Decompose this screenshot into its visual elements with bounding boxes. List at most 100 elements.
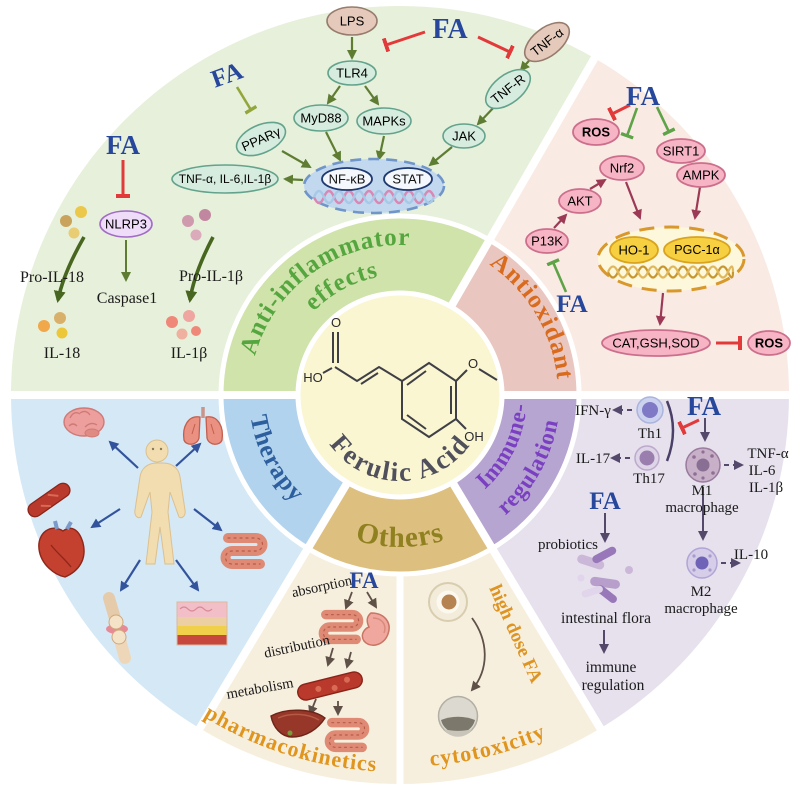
label-pro-il18: Pro-IL-18 (20, 269, 84, 286)
sector-separators (6, 51, 794, 788)
ring-band-others (308, 483, 492, 573)
nucleus-blob: NF-κB STAT (302, 157, 446, 215)
liver-icon (270, 709, 326, 738)
node-mapks: MAPKs (362, 114, 406, 129)
node-cytokines: TNF-α, IL-6,IL-1β (179, 172, 272, 186)
label-il1b: IL-1β (171, 345, 208, 362)
node-tlr4: TLR4 (336, 66, 368, 81)
fa-label-immune-top: FA (687, 391, 721, 421)
center-circle (295, 290, 505, 500)
lungs-icon (182, 407, 224, 445)
label-probiotics: probiotics (538, 537, 598, 553)
fa-label-others: FA (350, 568, 379, 593)
label-caspase1: Caspase1 (97, 290, 157, 307)
antiox-green-bars (546, 106, 676, 293)
human-figure-icon (134, 439, 186, 565)
ring-band-antioxidant (451, 241, 577, 395)
label-m2: M2 (691, 584, 712, 600)
intestinal-flora-icon (577, 546, 633, 604)
immune-labels: IFN-γ Th1 IL-17 Th17 M1 macrophage TNF-α… (538, 403, 789, 694)
intestine-icon (329, 723, 364, 748)
label-il18: IL-18 (44, 345, 80, 362)
node-akt: AKT (567, 194, 592, 209)
immune-inhibition (677, 418, 700, 436)
ring-outer-separator (218, 213, 582, 577)
node-jak: JAK (452, 129, 476, 144)
node-nrf2: Nrf2 (610, 161, 635, 176)
node-myd88: MyD88 (300, 111, 341, 126)
antiox-nodes: ROS Nrf2 SIRT1 AMPK AKT P13K HO-1 PGC-1α… (525, 118, 791, 357)
pro-il1b-dots (182, 209, 211, 241)
anti-nodes: LPS TNF-α TLR4 MyD88 MAPKs JAK TNF-R PPA… (99, 6, 571, 238)
dna-strand-icon (606, 265, 735, 279)
fa-label-top: FA (432, 14, 468, 45)
intestine-icon (226, 538, 263, 564)
atom-o: O (331, 315, 341, 330)
th-cells-bracket (665, 400, 675, 462)
atom-oh: OH (464, 429, 484, 444)
label-m1: M1 (692, 483, 713, 499)
il18-dots (38, 312, 68, 339)
node-ros: ROS (582, 125, 611, 140)
heart-icon (38, 520, 85, 578)
label-il10: IL-10 (734, 547, 768, 563)
fa-label-nlrp3: FA (106, 130, 140, 160)
ring-band-immune (453, 395, 577, 547)
label-intestinal-flora: intestinal flora (561, 610, 651, 627)
ring-band-anti (223, 217, 489, 395)
dna-strand-icon (606, 265, 735, 279)
fa-label-immune-mid: FA (589, 488, 620, 515)
th17-cell-icon (634, 445, 660, 471)
fa-label-antiox-bottom: FA (556, 291, 587, 318)
label-m1-il6: IL-6 (749, 463, 776, 479)
fa-label-antiox-top: FA (626, 81, 660, 111)
skin-icon (176, 601, 228, 646)
label-m1-tnfa: TNF-α (747, 446, 788, 462)
label-m1-sub: macrophage (665, 500, 739, 516)
others-arrows (308, 591, 486, 716)
section-immune: IFN-γ Th1 IL-17 Th17 M1 macrophage TNF-α… (538, 391, 789, 694)
m2-macrophage-icon (686, 547, 718, 579)
th1-cell-icon (636, 396, 664, 424)
section-antioxidant: ROS Nrf2 SIRT1 AMPK AKT P13K HO-1 PGC-1α… (525, 81, 791, 357)
m1-macrophage-icon (685, 447, 721, 483)
node-p13k: P13K (531, 234, 563, 249)
healthy-cell-icon (428, 582, 468, 622)
atom-ho: HO (303, 370, 323, 385)
joint-icon (103, 592, 131, 664)
node-sirt1: SIRT1 (663, 144, 700, 159)
label-m1-il1b: IL-1β (749, 480, 783, 496)
node-ros2: ROS (755, 336, 784, 351)
brain-icon (63, 407, 105, 438)
anti-thick-arrows (53, 236, 215, 303)
therapy-arrows (90, 440, 223, 592)
immune-arrows (599, 405, 744, 654)
immune-fa-labels: FA FA (589, 391, 721, 515)
antiox-fa-labels: FA FA (556, 81, 660, 318)
node-ho1: HO-1 (618, 243, 649, 258)
antiox-arrows (553, 178, 702, 326)
stomach-icon (361, 612, 390, 646)
atom-ome-o: O (468, 356, 478, 371)
alkene-chain (334, 365, 403, 383)
section-therapy (27, 407, 263, 664)
label-il17: IL-17 (576, 451, 611, 467)
blood-vessel-icon (297, 671, 363, 701)
ring-label-others: Others (353, 516, 447, 554)
node-stat: STAT (392, 172, 423, 187)
label-immune-line2: regulation (582, 677, 645, 694)
node-pgc1a: PGC-1α (674, 243, 719, 257)
fa-ppar-inhibition (235, 86, 258, 115)
pro-il18-dots (60, 206, 87, 239)
artery-icon (27, 482, 71, 518)
damaged-cell-icon (437, 695, 479, 737)
anti-labels: Pro-IL-18 Caspase1 Pro-IL-1β IL-18 IL-1β (20, 268, 243, 362)
label-pro-il1b: Pro-IL-1β (179, 268, 243, 285)
ring-band-therapy (223, 395, 347, 547)
il1b-dots (166, 310, 201, 340)
label-m2-sub: macrophage (664, 601, 738, 617)
label-immune-line1: immune (586, 659, 637, 676)
node-lps: LPS (340, 14, 365, 29)
